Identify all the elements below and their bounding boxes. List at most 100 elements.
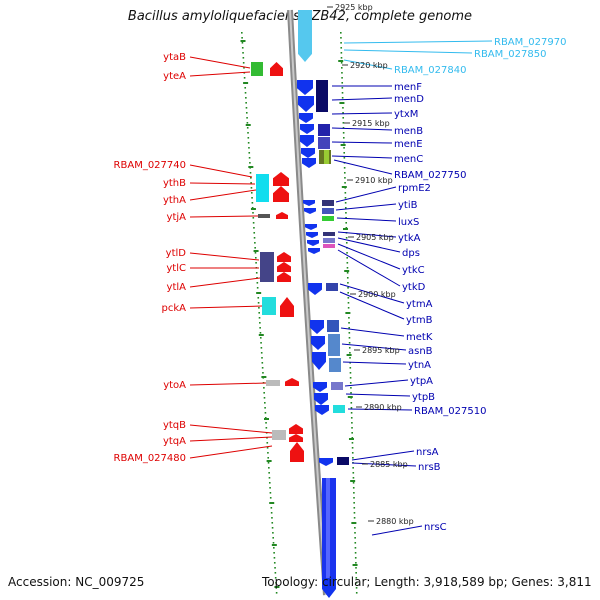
track-dot: [266, 447, 269, 449]
gene-ytpB-2: [315, 405, 329, 415]
track-dot: [352, 467, 354, 469]
leader-line: [189, 252, 260, 261]
track-dot: [270, 507, 273, 509]
gene-RBAM_027840: [298, 44, 312, 62]
gene-pckA: [262, 297, 276, 315]
track-dot: [260, 342, 262, 344]
track-dot: [344, 202, 347, 204]
track-dot: [241, 42, 244, 44]
right-label-luxS: luxS: [398, 217, 419, 228]
track-dot: [345, 237, 348, 239]
track-dot: [347, 287, 349, 289]
right-label-menF: menF: [394, 82, 422, 93]
left-label-ytqB: ytqB: [163, 420, 186, 431]
track-dot: [251, 202, 254, 204]
track-dot: [252, 222, 255, 224]
track-dot: [355, 572, 357, 574]
track-dot: [349, 357, 351, 359]
track-dot: [343, 152, 346, 154]
track-dot: [354, 542, 357, 544]
track-dot: [350, 392, 352, 394]
track-dot: [355, 577, 358, 579]
right-label-menE: menE: [394, 139, 423, 150]
track-dot: [263, 387, 265, 389]
track-dot: [351, 422, 353, 424]
track-dot: [249, 162, 251, 164]
track-dot: [341, 77, 343, 79]
right-label-nrsA: nrsA: [416, 447, 439, 458]
track-dot: [351, 437, 354, 439]
track-dot: [252, 212, 254, 214]
track-dot: [346, 272, 349, 274]
track-dot: [261, 367, 264, 369]
gene-ytiB: [322, 200, 334, 206]
track-tick: [253, 250, 259, 252]
right-label-RBAM_027750: RBAM_027750: [394, 170, 466, 181]
track-dot: [242, 52, 244, 54]
track-dot: [353, 497, 355, 499]
gene-menF: [316, 80, 328, 112]
track-tick: [351, 522, 357, 524]
track-dot: [258, 312, 261, 314]
track-dot: [244, 87, 247, 89]
leader-line: [189, 56, 251, 69]
right-label-ytmA: ytmA: [406, 299, 433, 310]
track-dot: [256, 282, 259, 284]
right-label-metK: metK: [406, 332, 433, 343]
gene-ytkC: [307, 240, 319, 246]
track-dot: [254, 247, 256, 249]
track-dot: [342, 117, 345, 119]
track-dot: [350, 417, 353, 419]
track-dot: [263, 392, 265, 394]
track-dot: [241, 37, 243, 39]
track-dot: [342, 112, 344, 114]
track-tick: [348, 438, 354, 440]
leader-line: [189, 164, 253, 178]
right-label-RBAM_027840: RBAM_027840: [394, 65, 466, 76]
track-dot: [272, 532, 274, 534]
gene-ytnA: [329, 358, 341, 372]
gene-nrsC-end: [322, 578, 336, 598]
track-dot: [345, 222, 347, 224]
right-label-dps: dps: [402, 248, 420, 259]
gene-metK-2: [327, 320, 339, 332]
leader-line: [189, 436, 273, 442]
track-dot: [346, 262, 349, 264]
leader-line: [189, 305, 263, 309]
track-tick: [347, 396, 353, 398]
leader-line: [331, 127, 393, 131]
track-dot: [347, 307, 350, 309]
topology-text: Topology: circular; Length: 3,918,589 bp…: [262, 575, 592, 589]
leader-line: [331, 112, 393, 115]
track-tick: [338, 60, 344, 62]
kbp-label: 2925 kbp: [335, 3, 373, 12]
track-dot: [272, 542, 275, 544]
track-dot: [248, 157, 251, 159]
kbp-label: 2920 kbp: [350, 61, 388, 70]
track-dot: [341, 72, 343, 74]
track-dot: [248, 147, 250, 149]
gene-ytlA: [277, 272, 291, 282]
kbp-label: 2915 kbp: [352, 119, 390, 128]
track-dot: [350, 412, 353, 414]
track-tick: [263, 418, 269, 420]
track-tick: [258, 334, 264, 336]
track-dot: [271, 522, 274, 524]
track-dot: [351, 452, 354, 454]
gene-dps: [323, 238, 335, 243]
left-label-ytqA: ytqA: [163, 436, 186, 447]
track-tick: [261, 376, 267, 378]
leader-line: [371, 525, 423, 536]
track-dot: [269, 487, 271, 489]
track-tick: [350, 480, 356, 482]
track-dot: [354, 527, 356, 529]
track-dot: [245, 112, 248, 114]
gene-shapes: [251, 10, 349, 598]
gene-RBAM_027480: [290, 442, 304, 462]
gene-asnB: [328, 334, 340, 356]
leader-line: [189, 189, 257, 201]
gene-ytmA: [308, 283, 322, 295]
track-dot: [267, 462, 270, 464]
leader-line: [335, 186, 397, 203]
